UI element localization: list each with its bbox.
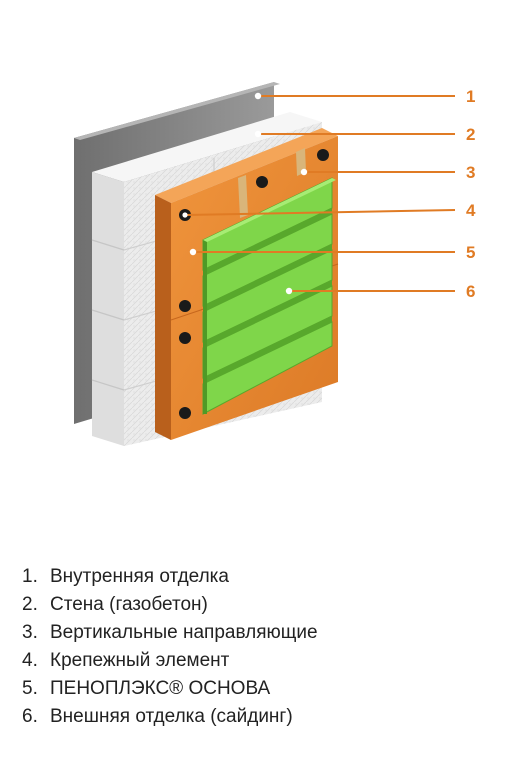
callout-number-2: 2 (466, 125, 475, 144)
callout-number-5: 5 (466, 243, 475, 262)
callouts (184, 95, 456, 292)
callout-dot-2 (254, 130, 262, 138)
legend-item-1: 1. Внутренняя отделка (22, 563, 318, 591)
fastener (317, 149, 329, 161)
legend-text: ПЕНОПЛЭКС® ОСНОВА (50, 678, 271, 699)
legend-item-2: 2. Стена (газобетон) (22, 591, 318, 619)
legend-text: Стена (газобетон) (50, 594, 208, 615)
callout-dots (182, 92, 308, 295)
callout-numbers: 1 2 3 4 5 6 (466, 87, 476, 301)
legend-item-6: 6. Внешняя отделка (сайдинг) (22, 703, 318, 731)
callout-dot-6 (285, 287, 293, 295)
legend-text: Крепежный элемент (50, 650, 230, 671)
fastener (179, 332, 191, 344)
legend-number: 3. (22, 622, 38, 643)
siding-layer (202, 177, 336, 415)
callout-dot-5 (189, 248, 197, 256)
legend-item-5: 5. ПЕНОПЛЭКС® ОСНОВА (22, 675, 318, 703)
callout-dot-3 (300, 168, 308, 176)
legend-text: Вертикальные направляющие (50, 622, 318, 643)
wall-layers-diagram: 1 2 3 4 5 6 (74, 82, 476, 446)
legend-item-3: 3. Вертикальные направляющие (22, 619, 318, 647)
legend-text: Внутренняя отделка (50, 566, 229, 587)
legend-number: 2. (22, 594, 38, 615)
callout-dot-4 (182, 212, 188, 218)
fastener (179, 300, 191, 312)
legend-number: 5. (22, 678, 38, 699)
callout-number-6: 6 (466, 282, 475, 301)
legend-number: 6. (22, 706, 38, 727)
callout-number-1: 1 (466, 87, 475, 106)
fastener (179, 407, 191, 419)
legend-text: Внешняя отделка (сайдинг) (50, 706, 293, 727)
callout-number-3: 3 (466, 163, 475, 182)
legend-number: 1. (22, 566, 38, 587)
callout-number-4: 4 (466, 201, 476, 220)
legend-item-4: 4. Крепежный элемент (22, 647, 318, 675)
fastener (256, 176, 268, 188)
legend-list: 1. Внутренняя отделка 2. Стена (газобетон)… (22, 563, 318, 731)
callout-dot-1 (254, 92, 262, 100)
legend-number: 4. (22, 650, 38, 671)
